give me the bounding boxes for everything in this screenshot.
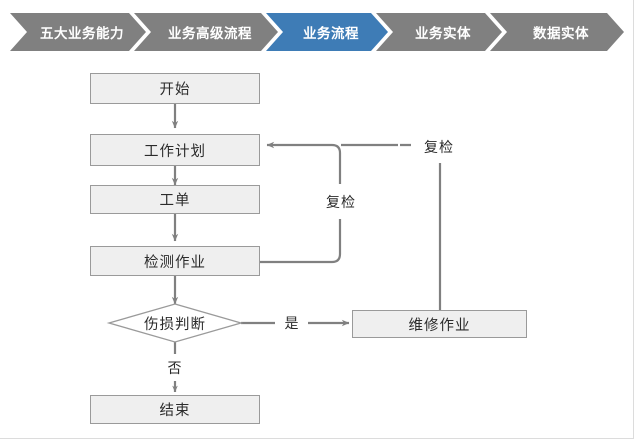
node-repair-label: 维修作业: [408, 317, 471, 334]
edge-label-recheck-outer: 复检: [411, 133, 467, 161]
node-end-label: 结束: [159, 403, 191, 419]
damage-diamond-shape: [106, 303, 244, 343]
node-work-order-label: 工单: [159, 193, 191, 209]
node-work-order[interactable]: 工单: [90, 185, 260, 214]
node-damage-decision-label: 伤损判断: [144, 316, 206, 333]
edge-label-recheck-inner: 复检: [315, 188, 367, 216]
node-damage-decision[interactable]: 伤损判断: [109, 304, 241, 342]
edge-inspection-recheck-upper: [266, 141, 342, 184]
node-start[interactable]: 开始: [90, 73, 260, 104]
node-work-plan[interactable]: 工作计划: [90, 134, 260, 166]
node-inspection[interactable]: 检测作业: [90, 246, 260, 276]
edge-inspection-recheck-lower: [260, 219, 342, 264]
node-inspection-label: 检测作业: [144, 254, 206, 271]
node-repair[interactable]: 维修作业: [352, 310, 527, 338]
edge-label-no: 否: [159, 354, 191, 381]
node-end[interactable]: 结束: [90, 395, 260, 424]
node-start-label: 开始: [159, 82, 191, 98]
node-work-plan-label: 工作计划: [144, 143, 206, 160]
edge-label-yes: 是: [276, 310, 308, 336]
